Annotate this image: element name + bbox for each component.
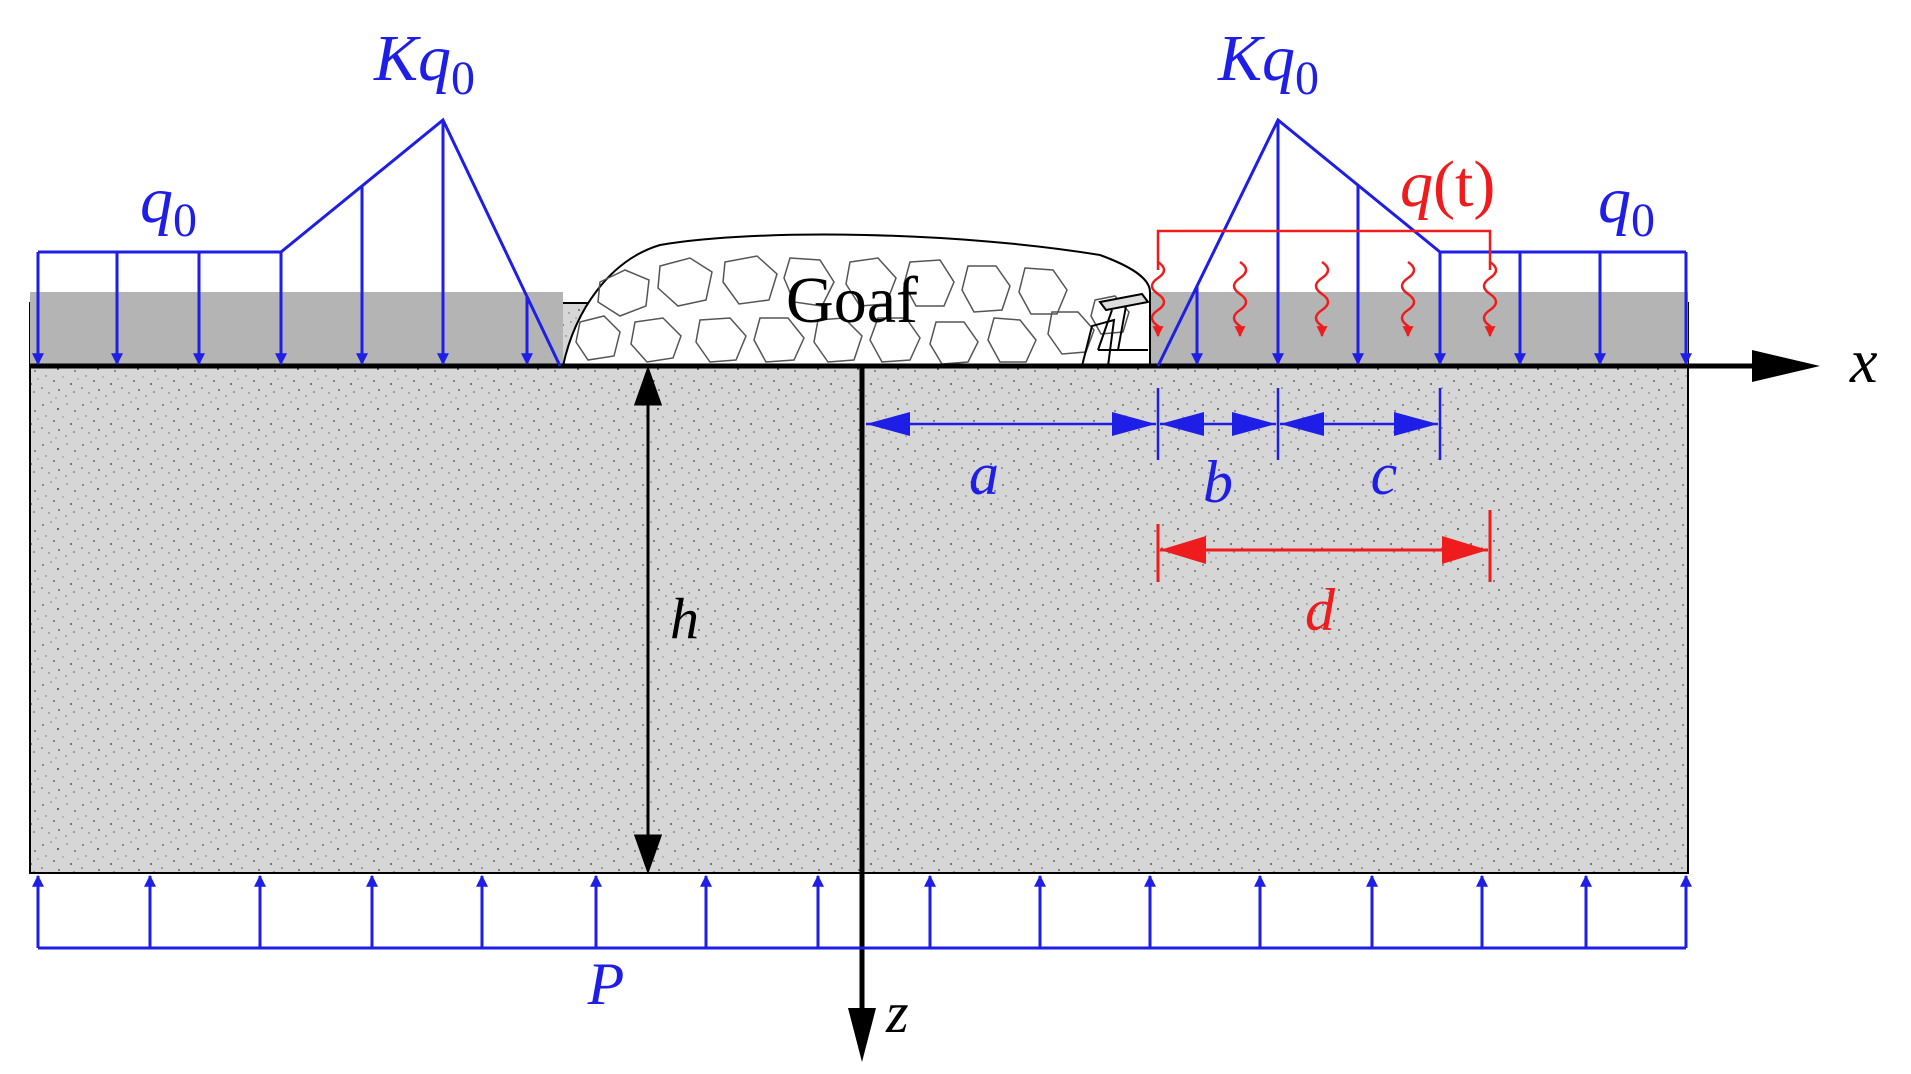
b-label: b xyxy=(1203,449,1233,515)
P-label: P xyxy=(587,951,625,1017)
hydraulic-support xyxy=(1081,292,1150,367)
qt-base: q xyxy=(1400,148,1433,221)
dimension-abc xyxy=(866,388,1442,460)
kq0-right-sub: 0 xyxy=(1295,52,1319,105)
h-label: h xyxy=(670,586,699,651)
qt-label: q(t) xyxy=(1400,148,1495,221)
bottom-support-pressure xyxy=(32,874,1692,950)
z-axis-label: z xyxy=(885,980,909,1045)
dimension-h xyxy=(633,365,663,875)
x-axis-label: x xyxy=(1849,328,1878,396)
q0-left-label: q0 xyxy=(140,164,197,247)
qt-paren: (t) xyxy=(1433,148,1495,221)
a-label: a xyxy=(969,441,999,507)
q0-right-label: q0 xyxy=(1598,164,1655,247)
kq0-left-base: Kq xyxy=(373,22,451,95)
q0-left-base: q xyxy=(140,164,173,237)
q0-right-sub: 0 xyxy=(1631,194,1655,247)
q0-left-sub: 0 xyxy=(173,194,197,247)
kq0-left-label: Kq0 xyxy=(373,22,475,105)
q0-right-base: q xyxy=(1598,164,1631,237)
kq0-left-sub: 0 xyxy=(451,52,475,105)
d-label: d xyxy=(1305,577,1336,643)
static-load-left xyxy=(32,117,562,367)
z-axis-arrow xyxy=(848,1008,876,1062)
x-axis-arrow xyxy=(1752,350,1820,382)
static-load-right xyxy=(1156,117,1692,367)
goaf-rubble: Goaf xyxy=(561,233,1151,367)
coal-band-left xyxy=(30,292,563,366)
roof-strata xyxy=(29,302,1689,874)
kq0-right-label: Kq0 xyxy=(1217,22,1319,105)
c-label: c xyxy=(1371,441,1398,507)
dimension-d xyxy=(1156,510,1492,582)
kq0-right-base: Kq xyxy=(1217,22,1295,95)
goaf-label: Goaf xyxy=(786,264,918,337)
dynamic-load xyxy=(1150,229,1498,338)
